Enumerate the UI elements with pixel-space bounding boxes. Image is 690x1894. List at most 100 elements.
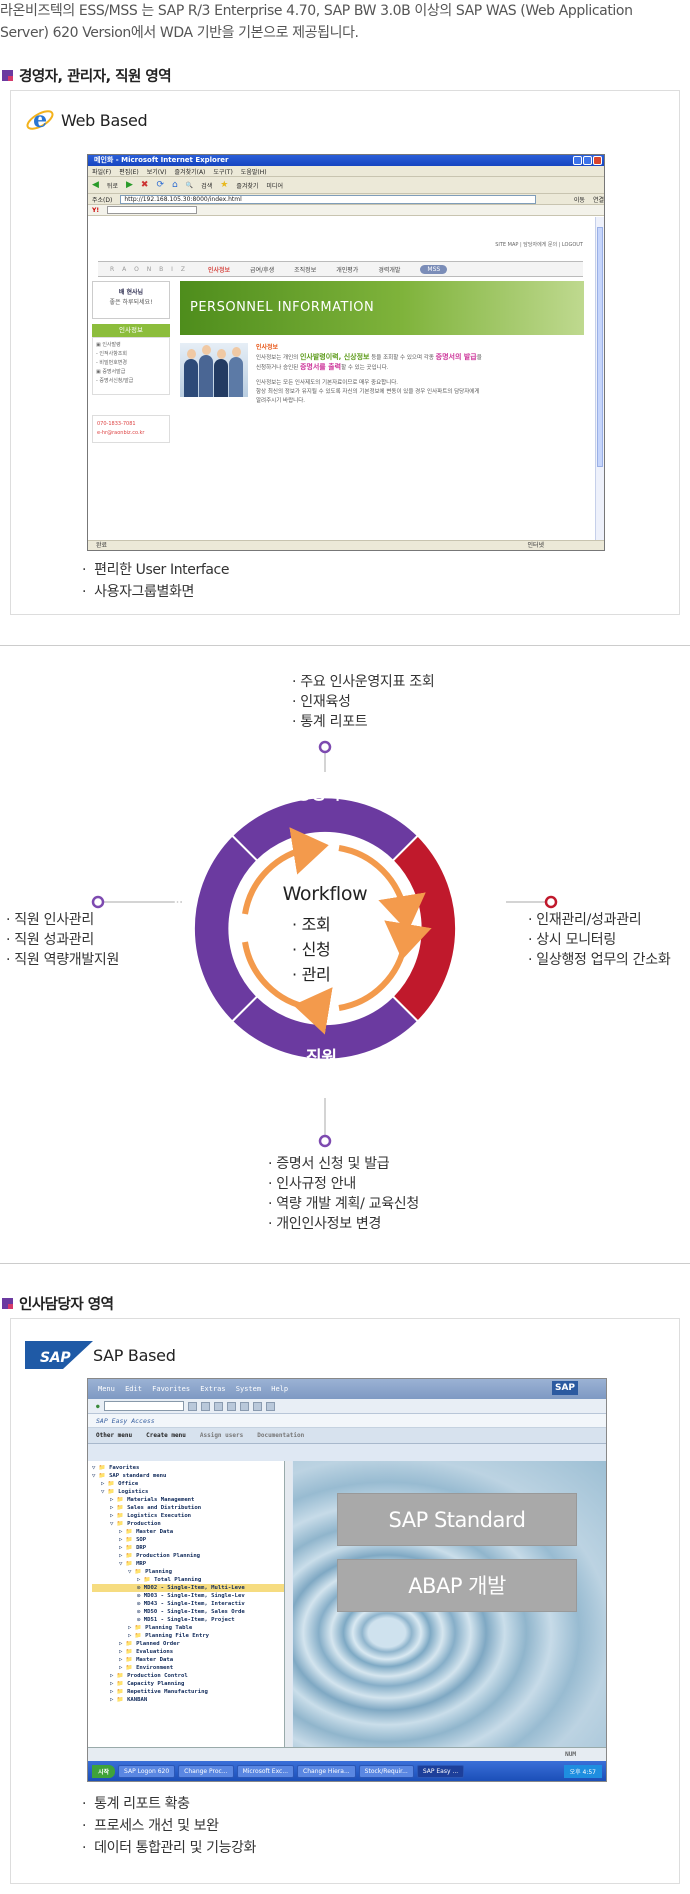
- back-button[interactable]: 뒤로: [106, 182, 118, 190]
- tree-node[interactable]: ▷ 📁 Logistics Execution: [110, 1513, 192, 1519]
- back-icon[interactable]: ◀: [92, 180, 99, 190]
- tree-node[interactable]: ◎ MD02 - Single-Item, Multi-Leve: [92, 1584, 287, 1592]
- tree-scrollbar[interactable]: [284, 1461, 292, 1747]
- tree-node[interactable]: ▷ 📁 Master Data: [119, 1529, 174, 1535]
- home-icon[interactable]: ⌂: [171, 180, 178, 190]
- taskbar-item[interactable]: Change Proc...: [178, 1764, 234, 1778]
- favorites-button[interactable]: 즐겨찾기: [236, 182, 259, 190]
- menu-favorites[interactable]: 즐겨찾기(A): [174, 168, 206, 176]
- favorites-icon[interactable]: ★: [220, 180, 229, 190]
- sidebar-item[interactable]: - 증명서신청/발급: [96, 378, 134, 384]
- nav-evaluation[interactable]: 개인평가: [336, 266, 359, 274]
- start-button[interactable]: 시작: [92, 1764, 116, 1778]
- taskbar-item[interactable]: Change Hiera...: [297, 1764, 356, 1778]
- content-paragraph: 항상 최신의 정보가 유지될 수 있도록 자신의 기본정보에 변동이 있을 경우…: [256, 389, 480, 395]
- tree-node[interactable]: ▷ 📁 Repetitive Manufacturing: [110, 1689, 208, 1695]
- tree-node[interactable]: ▷ 📁 Master Data: [119, 1657, 174, 1663]
- minimize-icon[interactable]: [573, 156, 582, 165]
- label-executive: 경영자: [295, 784, 342, 804]
- create-menu-button[interactable]: Create menu: [146, 1432, 186, 1439]
- address-input[interactable]: http://192.168.105.30:8000/index.html: [120, 194, 536, 204]
- tree-node[interactable]: ▷ 📁 Production Planning: [119, 1553, 201, 1559]
- tree-node[interactable]: ▷ 📁 Evaluations: [119, 1649, 174, 1655]
- find-icon[interactable]: [252, 1401, 262, 1411]
- documentation-button[interactable]: Documentation: [257, 1432, 305, 1439]
- nav-organization[interactable]: 조직정보: [294, 266, 317, 274]
- site-top-links[interactable]: SITE MAP | 담당자에게 문의 | LOGOUT: [495, 242, 583, 248]
- tree-node[interactable]: ▽ 📁 SAP standard menu: [92, 1473, 167, 1479]
- tree-node[interactable]: ◎ MD51 - Single-Item, Project: [137, 1617, 235, 1623]
- forward-icon[interactable]: ▶: [125, 180, 133, 190]
- tree-node[interactable]: ▷ 📁 Production Control: [110, 1673, 188, 1679]
- refresh-icon[interactable]: ⟳: [156, 180, 164, 190]
- cancel-icon[interactable]: [226, 1401, 236, 1411]
- tree-node[interactable]: ▷ 📁 Environment: [119, 1665, 174, 1671]
- menu-view[interactable]: 보기(V): [146, 168, 167, 176]
- menu-tools[interactable]: 도구(T): [213, 168, 233, 176]
- command-field[interactable]: [103, 1401, 184, 1411]
- nav-payroll[interactable]: 급여/후생: [250, 266, 275, 274]
- back-icon[interactable]: [200, 1401, 210, 1411]
- sap-screen-title: SAP Easy Access: [88, 1414, 606, 1428]
- section-bullet-icon: [2, 1298, 13, 1309]
- tree-node[interactable]: ▽ 📁 MRP: [119, 1561, 147, 1567]
- sidebar-item[interactable]: - 비밀번호변경: [96, 360, 127, 366]
- tree-node[interactable]: ▷ 📁 SOP: [119, 1537, 147, 1543]
- nav-personnel-info[interactable]: 인사정보: [207, 266, 231, 274]
- search-button[interactable]: 검색: [201, 182, 213, 190]
- close-icon[interactable]: [593, 156, 602, 165]
- windows-taskbar: 시작 SAP Logon 620 Change Proc... Microsof…: [88, 1761, 606, 1781]
- tree-node[interactable]: ◎ MD50 - Single-Item, Sales Orde: [137, 1609, 245, 1615]
- tree-node[interactable]: ▽ 📁 Planning: [128, 1569, 173, 1575]
- tree-node[interactable]: ▽ 📁 Production: [110, 1521, 161, 1527]
- sidebar-item[interactable]: ▣ 증명서발급: [96, 369, 126, 375]
- print-icon[interactable]: [239, 1401, 249, 1411]
- save-icon[interactable]: [187, 1401, 197, 1411]
- tree-node[interactable]: ▷ 📁 DRP: [119, 1545, 147, 1551]
- tree-node[interactable]: ▽ 📁 Logistics: [101, 1489, 149, 1495]
- stop-icon[interactable]: ✖: [140, 180, 149, 190]
- links-button[interactable]: 연결: [592, 196, 604, 204]
- tree-node[interactable]: ▷ 📁 Sales and Distribution: [110, 1505, 202, 1511]
- note-item: · 인사규정 안내: [268, 1176, 356, 1192]
- maximize-icon[interactable]: [583, 156, 592, 165]
- browser-scrollbar[interactable]: [595, 217, 604, 540]
- sidebar-item[interactable]: - 인적사항조회: [96, 351, 127, 357]
- tree-node[interactable]: ▷ 📁 Office: [101, 1481, 139, 1487]
- go-button[interactable]: 이동: [573, 196, 585, 204]
- exit-icon[interactable]: [213, 1401, 223, 1411]
- toolbar-search-input[interactable]: [107, 206, 198, 214]
- taskbar-item[interactable]: SAP Logon 620: [118, 1764, 176, 1778]
- nav-career[interactable]: 경력개발: [378, 266, 401, 274]
- tree-node[interactable]: ▷ 📁 Planning Table: [128, 1625, 193, 1631]
- taskbar-item[interactable]: Stock/Requir...: [358, 1764, 414, 1778]
- menu-help[interactable]: 도움말(H): [240, 168, 267, 176]
- search-icon[interactable]: 🔍: [185, 181, 194, 189]
- tree-node[interactable]: ▷ 📁 Planning File Entry: [128, 1633, 210, 1639]
- taskbar-item[interactable]: Microsoft Exc...: [236, 1764, 295, 1778]
- note-item: · 일상행정 업무의 간소화: [528, 952, 671, 968]
- note-item: · 주요 인사운영지표 조회: [292, 674, 435, 690]
- tree-node[interactable]: ◎ MD03 - Single-Item, Single-Lev: [137, 1593, 245, 1599]
- menu-edit[interactable]: 편집(E): [119, 168, 139, 176]
- help-icon[interactable]: [265, 1401, 275, 1411]
- other-menu-button[interactable]: Other menu: [96, 1432, 133, 1439]
- tree-node[interactable]: ▷ 📁 Materials Management: [110, 1497, 195, 1503]
- tree-node[interactable]: ▽ 📁 Favorites: [92, 1465, 140, 1471]
- tree-node[interactable]: ▷ 📁 KANBAN: [110, 1697, 148, 1703]
- greeting: 좋은 하루되세요!: [109, 299, 153, 306]
- assign-users-button[interactable]: Assign users: [199, 1432, 244, 1439]
- media-button[interactable]: 미디어: [266, 182, 283, 190]
- taskbar-item-active[interactable]: SAP Easy ...: [416, 1764, 465, 1778]
- menu-file[interactable]: 파일(F): [92, 168, 112, 176]
- tree-node[interactable]: ▷ 📁 Capacity Planning: [110, 1681, 185, 1687]
- tree-node[interactable]: ▷ 📁 Planned Order: [119, 1641, 180, 1647]
- enter-icon[interactable]: ●: [96, 1402, 100, 1410]
- yahoo-toolbar-icon[interactable]: Y!: [92, 206, 100, 214]
- sidebar-item[interactable]: ▣ 인사발령: [96, 342, 121, 348]
- tree-node[interactable]: ▷ 📁 Total Planning: [137, 1577, 202, 1583]
- sap-menu[interactable]: Menu Edit Favorites Extras System Help: [98, 1385, 289, 1393]
- contact-email[interactable]: e-hr@raonbiz.co.kr: [97, 430, 145, 436]
- nav-mss[interactable]: MSS: [420, 264, 448, 274]
- tree-node[interactable]: ◎ MD43 - Single-Item, Interactiv: [137, 1601, 245, 1607]
